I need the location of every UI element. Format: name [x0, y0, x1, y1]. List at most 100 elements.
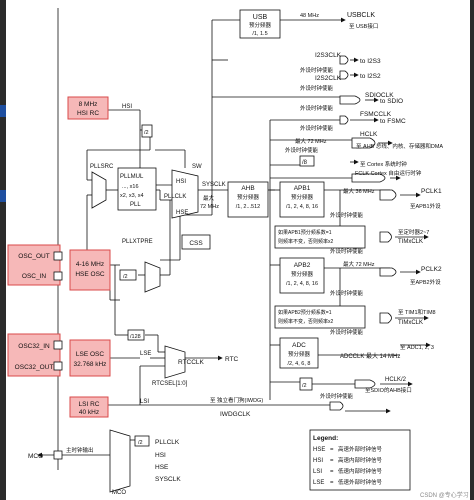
hclk2-enable: 外设时钟使能	[320, 392, 354, 400]
legend-eq: =	[330, 480, 334, 486]
adc-div: /2, 4, 6, 8	[288, 361, 311, 367]
adc-sub: 预分频器	[288, 350, 311, 358]
legend-eq: =	[330, 458, 334, 464]
sdio-enable: 外设时钟使能	[300, 104, 334, 112]
pll-xtpre: PLLXTPRE	[122, 239, 153, 245]
hclk2-label: HCLK/2	[385, 377, 407, 383]
pll-mul-vals2: x2, x3, x4	[120, 193, 144, 199]
hclk2-div: /2	[302, 383, 307, 389]
i2s2-to: to I2S2	[360, 73, 381, 80]
osc-out-label: OSC_OUT	[18, 253, 49, 260]
left-edge-marker	[0, 105, 6, 117]
left-edge-marker	[0, 190, 6, 202]
apb1-enable: 外设时钟使能	[330, 211, 364, 219]
hclk-label: HCLK	[360, 131, 378, 138]
ahb-sub: 预分频器	[237, 193, 260, 201]
i2s2-label: I2S2CLK	[315, 75, 342, 82]
apb1-tim-to: 至定时器2~7	[398, 228, 429, 236]
usb-title: USB	[253, 14, 268, 21]
ahb-title: AHB	[241, 185, 254, 192]
mco-mux-label: MCO	[112, 490, 126, 496]
apb1-div: /1, 2, 4, 8, 16	[286, 204, 318, 210]
apb1-note1: 如果APB1预分频系数=1	[278, 229, 332, 236]
hclk-sub: 至 AHB 总线、内核、存储器和DMA	[356, 142, 443, 150]
pll-mul-vals: ..., x16	[122, 184, 139, 190]
hsi-label: HSI	[122, 104, 132, 110]
apb1-timclk: TIMxCLK	[398, 239, 423, 245]
legend-desc: 高速内部时钟信号	[338, 456, 383, 464]
apb1-sub: 预分频器	[291, 193, 314, 201]
apb1-to: 至APB1外设	[410, 202, 441, 210]
mux-hse: HSE	[176, 210, 188, 216]
fsmc-clk: FSMCCLK	[360, 111, 392, 118]
usb-out-sub: 至 USB接口	[349, 22, 378, 30]
lse-label: LSE	[140, 351, 151, 357]
lse-name: LSE OSC	[76, 351, 104, 358]
osc-in-label: OSC_IN	[22, 273, 47, 280]
apb2-enable-2: 外设时钟使能	[330, 328, 364, 336]
mco-hsi: HSI	[155, 452, 166, 459]
adc-clk: ADCCLK 最大 14 MHz	[340, 352, 400, 360]
legend-key: LSE	[313, 480, 324, 486]
lse-freq: 32.768 kHz	[74, 361, 107, 368]
blocks	[117, 9, 411, 491]
apb2-to: 至APB2外设	[410, 278, 441, 286]
right-window-edge	[470, 0, 474, 500]
legend-desc: 低速外部时钟信号	[338, 478, 383, 486]
apb1-title: APB1	[294, 185, 311, 192]
pll-name: PLL	[130, 202, 141, 208]
div8-label: /8	[302, 160, 308, 166]
apb2-enable: 外设时钟使能	[330, 289, 364, 297]
legend-key: LSI	[313, 469, 322, 475]
muxes	[91, 55, 397, 493]
apb1-max: 最大 36 MHz	[343, 187, 375, 195]
hse-div2: /2	[123, 274, 128, 280]
mco-hse: HSE	[155, 464, 169, 471]
fsmc-to: to FSMC	[380, 118, 406, 125]
fsmc-enable: 外设时钟使能	[300, 124, 334, 132]
mux-hsi: HSI	[176, 179, 186, 185]
apb2-timclk: TIMxCLK	[398, 320, 423, 326]
sdio-to: to SDIO	[380, 98, 403, 105]
sysclk-label: SYSCLK	[202, 182, 226, 188]
mco-pllclk: PLLCLK	[155, 439, 180, 446]
usb-sub: 预分频器	[249, 21, 272, 29]
hsi-freq: 8 MHz	[79, 101, 98, 108]
wiring	[57, 8, 400, 470]
apb2-title: APB2	[294, 262, 311, 269]
legend-rows: HSE = 高速外部时钟信号 HSI = 高速内部时钟信号 LSI = 低速内部…	[313, 445, 383, 486]
hse-name: HSE OSC	[75, 271, 105, 278]
apb1-note2: 则频率不变，否则频率x2	[278, 238, 334, 245]
sysclk-max: 最大	[203, 194, 215, 202]
legend-key: HSE	[313, 447, 325, 453]
hse-freq: 4-16 MHz	[76, 261, 104, 268]
legend-eq: =	[330, 469, 334, 475]
apb1-enable-2: 外设时钟使能	[330, 247, 364, 255]
lsi-name: LSI RC	[79, 401, 100, 408]
hclk-enable: 外设时钟使能	[285, 146, 319, 154]
pll-src: PLLSRC	[90, 164, 114, 170]
i2s3-to: to I2S3	[360, 58, 381, 65]
legend-desc: 低速内部时钟信号	[338, 467, 383, 475]
left-window-edge	[0, 0, 6, 500]
apb2-sub: 预分频器	[291, 270, 314, 278]
mux-pllclk: PLLCLK	[164, 194, 186, 200]
apb2-tim-to: 至 TIM1和TIM8	[398, 308, 436, 316]
pclk1-label: PCLK1	[421, 188, 442, 195]
rtcclk-label: RTCCLK	[178, 359, 205, 366]
lse-div128: /128	[130, 334, 141, 340]
lsi-freq: 40 kHz	[79, 409, 99, 416]
watermark: CSDN @专心学习	[420, 491, 469, 499]
fclk-label: FCLK Cortex 自由运行时钟	[355, 169, 422, 177]
legend-desc: 高速外部时钟信号	[338, 445, 383, 453]
hsi-div2: /2	[144, 130, 149, 136]
oscillator-sources	[7, 96, 111, 418]
pins	[53, 251, 63, 460]
legend-eq: =	[330, 447, 334, 453]
apb2-max: 最大 72 MHz	[343, 260, 375, 268]
lsi-label: LSI	[140, 399, 149, 405]
mco-out: 主时钟输出	[66, 446, 94, 454]
i2s-enable: 外设时钟使能	[300, 66, 334, 74]
pll-mul: PLLMUL	[120, 174, 144, 180]
